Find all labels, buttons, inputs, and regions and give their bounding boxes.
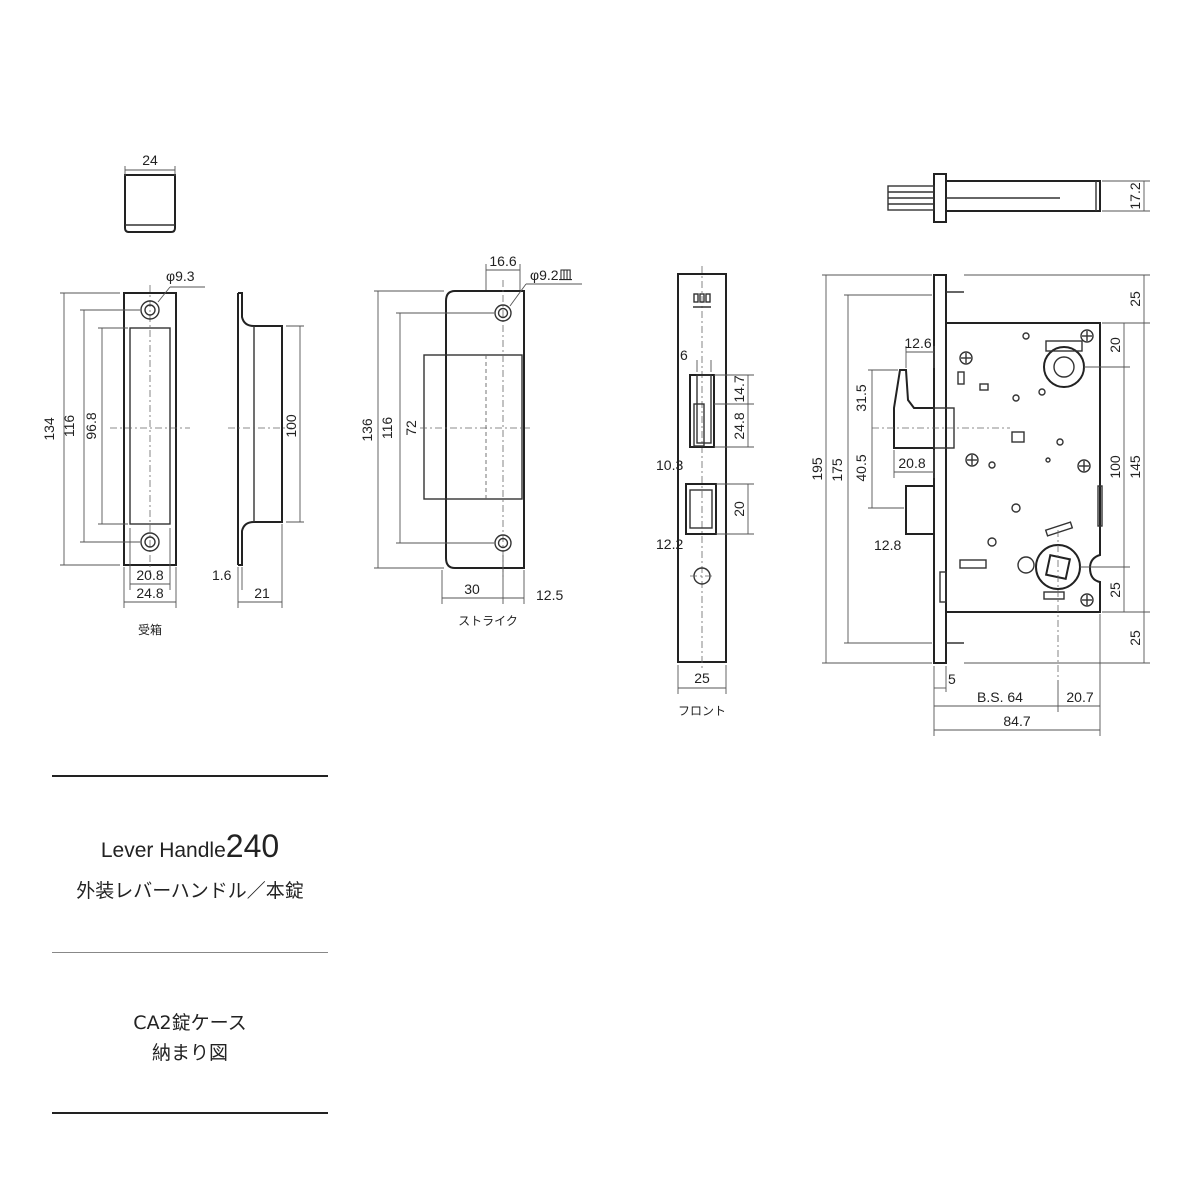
dim-case-bs-64: B.S. 64 — [977, 689, 1023, 705]
dim-case-20-8: 20.8 — [898, 455, 925, 471]
title-model-number: 240 — [225, 828, 280, 864]
strike-view: 16.6 φ9.2皿 136 116 72 30 12.5 ストライク — [359, 253, 582, 628]
dim-case-5: 5 — [948, 671, 956, 687]
title-row: Lever Handle240 — [52, 828, 328, 865]
caption-strike: ストライク — [458, 614, 518, 628]
title-jp: 外装レバーハンドル／本錠 — [76, 880, 304, 902]
dim-ukebako-96-8: 96.8 — [83, 412, 99, 439]
lockcase-upper-hub — [1043, 340, 1085, 388]
ukebako-side-view — [237, 292, 283, 566]
dim-ukebako-hole: φ9.3 — [166, 268, 195, 284]
dim-ukebako-134: 134 — [41, 417, 57, 441]
drawing-type: 納まり図 — [151, 1042, 228, 1064]
dim-case-20: 20 — [1107, 337, 1123, 353]
dim-case-100: 100 — [1107, 455, 1123, 479]
dim-front-14-7: 14.7 — [731, 375, 747, 402]
dim-strike-12-5: 12.5 — [536, 587, 563, 603]
lockcase-front-plate — [933, 274, 947, 664]
dim-case-12-8: 12.8 — [874, 537, 901, 553]
dim-case-40-5: 40.5 — [853, 454, 869, 481]
dim-case-175: 175 — [829, 458, 845, 482]
ukebako-screw-hole-top — [140, 300, 160, 320]
dim-case-25-bottom: 25 — [1127, 630, 1143, 646]
lockcase-internal-parts — [939, 332, 1103, 603]
dim-case-25-mid: 25 — [1107, 582, 1123, 598]
front-view: 6 14.7 24.8 10.3 20 12.2 25 フロント — [656, 266, 754, 718]
dim-front-20: 20 — [731, 501, 747, 517]
lockcase-view: 17.2 — [809, 173, 1150, 736]
strike-plate — [445, 290, 525, 569]
dim-strike-116: 116 — [379, 417, 395, 440]
dim-ukebako-21: 21 — [254, 585, 270, 601]
dim-front-24-8: 24.8 — [731, 412, 747, 439]
ukebako-view: 24 φ9.3 134 116 96.8 20.8 24.8 — [41, 152, 304, 637]
front-deadbolt-opening — [685, 483, 717, 535]
lockcase-screws — [959, 329, 1094, 607]
dim-front-6: 6 — [680, 347, 688, 363]
dim-ukebako-24-8: 24.8 — [136, 585, 163, 601]
dim-case-195: 195 — [809, 457, 825, 481]
caption-front: フロント — [678, 704, 726, 718]
lockcase-body — [945, 322, 1101, 613]
ukebako-top-view — [124, 174, 176, 233]
strike-hole-bottom — [494, 534, 512, 552]
ukebako-screw-hole-bottom — [140, 532, 160, 552]
lockcase-dead-bolt — [905, 485, 935, 535]
dim-front-10-3: 10.3 — [656, 457, 683, 473]
caption-ukebako: 受箱 — [138, 622, 162, 637]
case-name: CA2錠ケース — [133, 1012, 247, 1034]
dim-case-12-6: 12.6 — [904, 335, 931, 351]
dim-case-20-7: 20.7 — [1066, 689, 1093, 705]
dim-strike-136: 136 — [359, 418, 375, 442]
title-divider-top — [52, 775, 328, 777]
dim-ukebako-116: 116 — [61, 415, 77, 438]
lockcase-latch-bolt — [893, 369, 935, 449]
strike-opening — [423, 354, 523, 500]
dim-ukebako-top-width: 24 — [142, 152, 158, 168]
title-en: Lever Handle — [100, 839, 226, 862]
title-divider-bottom — [52, 1112, 328, 1114]
dim-ukebako-20-8: 20.8 — [136, 567, 163, 583]
dim-front-12-2: 12.2 — [656, 536, 683, 552]
title-divider-middle — [52, 952, 328, 953]
dim-case-25-top: 25 — [1127, 291, 1143, 307]
dim-strike-72: 72 — [403, 420, 419, 436]
ukebako-opening — [129, 327, 171, 525]
dim-ukebako-1-6: 1.6 — [212, 567, 232, 583]
dim-strike-16-6: 16.6 — [489, 253, 516, 269]
dim-ukebako-100: 100 — [283, 414, 299, 438]
dim-strike-hole: φ9.2皿 — [530, 267, 573, 283]
dim-case-145: 145 — [1127, 455, 1143, 479]
strike-hole-top — [494, 304, 512, 322]
dim-case-17-2: 17.2 — [1127, 182, 1143, 209]
dim-case-31-5: 31.5 — [853, 384, 869, 411]
dim-case-84-7: 84.7 — [1003, 713, 1030, 729]
lockcase-top-view: 17.2 — [887, 173, 1150, 223]
brand-logo-icon — [693, 293, 711, 308]
dim-strike-30: 30 — [464, 581, 480, 597]
dim-front-25: 25 — [694, 670, 710, 686]
